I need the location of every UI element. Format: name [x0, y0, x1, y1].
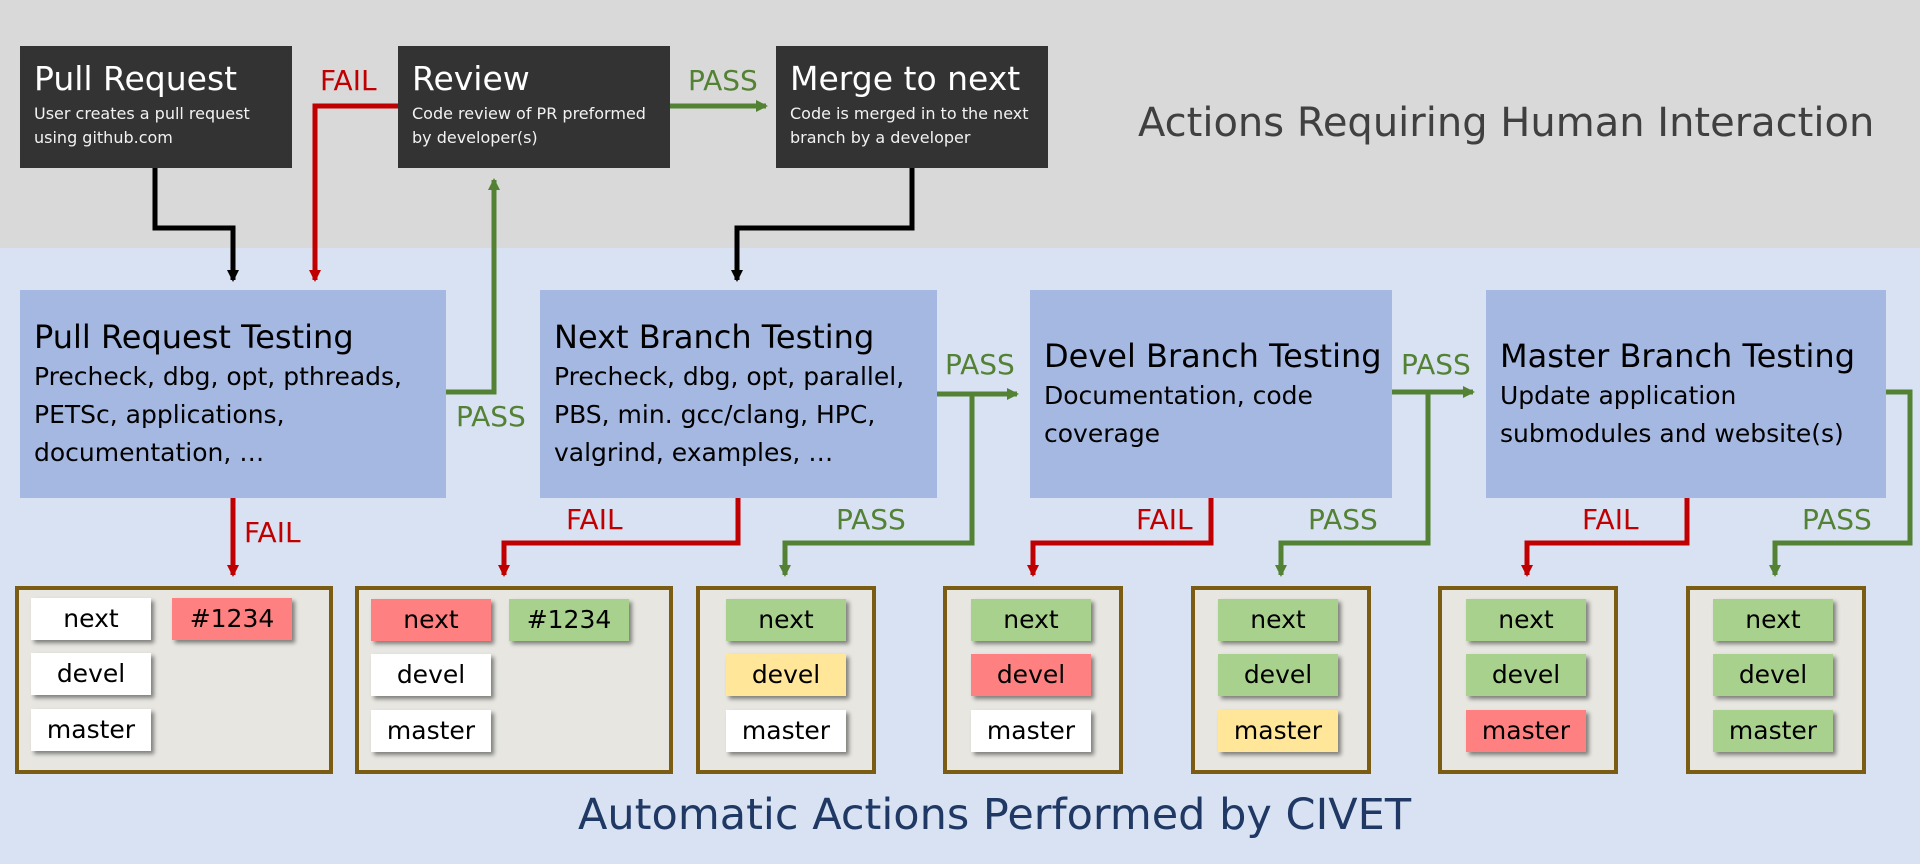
status-pill-devel: devel [1713, 654, 1833, 696]
status-pill-next: next [1218, 599, 1338, 641]
merge-to-next-step-desc: Code is merged in to the next branch by … [790, 104, 1029, 147]
status-pill-master: master [1466, 710, 1586, 752]
status-panel-next-pass: next devel master [696, 586, 876, 774]
devel-testing-fail-label: FAIL [1136, 503, 1193, 536]
status-panel-next-fail: next #1234 devel master [355, 586, 673, 774]
pull-request-step-title: Pull Request [34, 59, 238, 98]
status-pill-devel: devel [971, 654, 1091, 696]
master-branch-testing-title: Master Branch Testing [1500, 337, 1855, 375]
pull-request-testing-stage: Pull Request Testing Precheck, dbg, opt,… [20, 290, 446, 498]
review-step-desc: Code review of PR preformed by developer… [412, 104, 646, 147]
master-testing-fail-label: FAIL [1582, 503, 1639, 536]
pr-to-pr-testing-arrow [152, 168, 239, 282]
pull-request-step: Pull Request User creates a pull request… [20, 46, 292, 168]
status-pill-master: master [726, 710, 846, 752]
next-testing-fail-arrow [498, 498, 741, 577]
master-testing-pass-label: PASS [1802, 503, 1872, 536]
devel-branch-testing-title: Devel Branch Testing [1044, 337, 1382, 375]
status-panel-devel-pass: next devel master [1191, 586, 1371, 774]
master-branch-testing-desc: Update application submodules and websit… [1500, 381, 1844, 448]
pull-request-step-desc: User creates a pull request using github… [34, 104, 250, 147]
pull-request-testing-title: Pull Request Testing [34, 318, 354, 356]
pull-request-testing-desc: Precheck, dbg, opt, pthreads, PETSc, app… [34, 362, 402, 467]
next-branch-testing-title: Next Branch Testing [554, 318, 875, 356]
status-pill-pr: #1234 [172, 598, 292, 640]
devel-branch-testing-stage: Devel Branch Testing Documentation, code… [1030, 290, 1392, 498]
pr-testing-pass-arrow [446, 178, 500, 395]
status-pill-master: master [1218, 710, 1338, 752]
status-pill-master: master [371, 710, 491, 752]
master-branch-testing-stage: Master Branch Testing Update application… [1486, 290, 1886, 498]
auto-section-title: Automatic Actions Performed by CIVET [578, 790, 1412, 840]
pr-testing-pass-label: PASS [456, 400, 526, 433]
merge-to-next-step: Merge to next Code is merged in to the n… [776, 46, 1048, 168]
pr-testing-fail-label: FAIL [244, 516, 301, 549]
status-panel-master-pass: next devel master [1686, 586, 1866, 774]
devel-testing-pass-status-arrow [1275, 392, 1431, 577]
status-pill-master: master [971, 710, 1091, 752]
status-panel-pr-fail: next #1234 devel master [15, 586, 333, 774]
next-branch-testing-desc: Precheck, dbg, opt, parallel, PBS, min. … [554, 362, 905, 467]
devel-branch-testing-desc: Documentation, code coverage [1044, 381, 1313, 448]
status-pill-next: next [371, 599, 491, 641]
status-pill-master: master [31, 709, 151, 751]
status-pill-devel: devel [31, 653, 151, 695]
status-pill-next: next [726, 599, 846, 641]
status-pill-devel: devel [1218, 654, 1338, 696]
devel-testing-pass-label: PASS [1401, 348, 1471, 381]
status-pill-devel: devel [726, 654, 846, 696]
human-section-title: Actions Requiring Human Interaction [1138, 100, 1875, 146]
review-step-title: Review [412, 59, 530, 98]
next-testing-pass-status-arrow [779, 394, 975, 577]
status-panel-devel-fail: next devel master [943, 586, 1123, 774]
master-testing-pass-status-arrow [1769, 389, 1913, 577]
next-testing-pass-status-label: PASS [836, 503, 906, 536]
status-pill-pr: #1234 [509, 599, 629, 641]
status-pill-next: next [1713, 599, 1833, 641]
status-pill-devel: devel [371, 654, 491, 696]
review-step: Review Code review of PR preformed by de… [398, 46, 670, 168]
master-testing-fail-arrow [1521, 498, 1690, 577]
status-pill-next: next [1466, 599, 1586, 641]
next-branch-testing-stage: Next Branch Testing Precheck, dbg, opt, … [540, 290, 937, 498]
merge-to-next-testing-arrow [731, 168, 915, 282]
merge-to-next-step-title: Merge to next [790, 59, 1021, 98]
status-pill-devel: devel [1466, 654, 1586, 696]
review-fail-arrow [309, 103, 398, 282]
status-pill-next: next [31, 598, 151, 640]
status-panel-master-fail: next devel master [1438, 586, 1618, 774]
review-pass-label: PASS [688, 64, 758, 97]
next-testing-fail-label: FAIL [566, 503, 623, 536]
status-pill-master: master [1713, 710, 1833, 752]
next-testing-pass-label: PASS [945, 348, 1015, 381]
devel-testing-pass-status-label: PASS [1308, 503, 1378, 536]
review-fail-label: FAIL [320, 64, 377, 97]
devel-testing-fail-arrow [1027, 498, 1214, 577]
status-pill-next: next [971, 599, 1091, 641]
